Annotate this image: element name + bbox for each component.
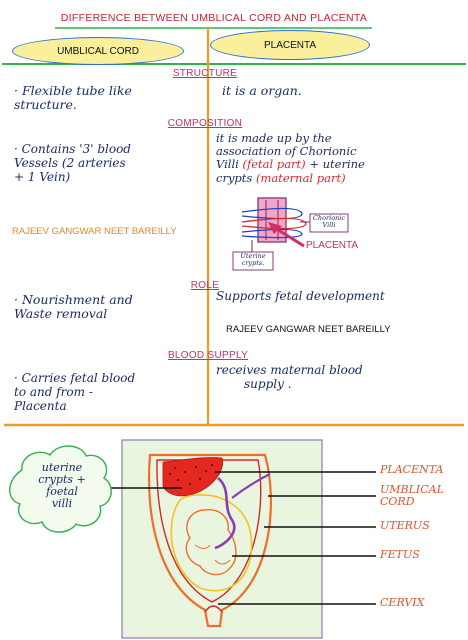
text-line: · Carries fetal blood — [14, 371, 136, 385]
cloud-text: uterine crypts + foetal villi — [20, 461, 104, 511]
text-line: · Nourishment and — [14, 292, 133, 307]
composition-umbilical-text: · Contains '3' blood Vessels (2 arteries… — [14, 142, 131, 184]
heading-blood-supply: BLOOD SUPPLY — [167, 350, 249, 361]
diagram-label-cervix: CERVIX — [380, 596, 425, 609]
mini-placenta-diagram — [232, 197, 349, 271]
diagram-label-umbilical-cord: UMBLICAL CORD — [380, 484, 444, 507]
label-chorionic-villi: Chorionic Villi — [312, 214, 346, 229]
text-line: · Contains '3' blood — [14, 142, 131, 156]
role-umbilical-text: · Nourishment and Waste removal — [14, 292, 133, 322]
text-line: UMBLICAL — [380, 483, 444, 496]
text-line: Placenta — [14, 398, 67, 413]
text-line: association of Chorionic — [216, 144, 357, 159]
page-title: DIFFERENCE BETWEEN UMBLICAL CORD AND PLA… — [60, 12, 368, 24]
heading-role: ROLE — [190, 280, 220, 291]
text-line: receives maternal blood — [216, 363, 363, 377]
text-line: it is a organ. — [222, 83, 302, 98]
text-uterine: + uterine — [309, 157, 365, 172]
text-line: villi — [51, 497, 73, 511]
diagram-label-placenta: PLACENTA — [380, 463, 444, 476]
text-line: Vessels (2 arteries — [14, 155, 126, 170]
text-line: structure. — [14, 97, 77, 113]
text-maternal-part: (maternal part) — [255, 170, 346, 185]
diagram-label-uterus: UTERUS — [380, 519, 430, 532]
label-placenta-arrow: PLACENTA — [306, 240, 359, 251]
text-line: Waste removal — [14, 306, 108, 322]
text-line: supply . — [244, 376, 292, 391]
credit-black: RAJEEV GANGWAR NEET BAREILLY — [226, 324, 391, 335]
heading-structure: STRUCTURE — [172, 68, 238, 79]
text-line: + 1 Vein) — [14, 169, 71, 184]
text-line: it is made up by the — [216, 131, 332, 145]
heading-composition: COMPOSITION — [167, 118, 243, 129]
text-line: crypts (maternal part) — [216, 170, 466, 185]
blood-supply-umbilical-text: · Carries fetal blood to and from - Plac… — [14, 371, 136, 413]
text-line: · Flexible tube like — [14, 83, 132, 98]
text-line: uterine — [41, 461, 83, 474]
text-line: Supports fetal development — [216, 289, 385, 303]
blood-supply-placenta-text: receives maternal blood supply . — [216, 363, 363, 392]
label-uterine-crypts: Uterine crypts. — [240, 252, 266, 267]
text-crypts: crypts — [216, 170, 253, 185]
structure-placenta-text: it is a organ. — [222, 83, 302, 98]
text-line: CORD — [380, 494, 415, 508]
diagram-label-fetus: FETUS — [380, 548, 420, 561]
text-line: to and from - — [14, 384, 93, 399]
column-oval-placenta: PLACENTA — [210, 30, 370, 60]
structure-umbilical-text: · Flexible tube like structure. — [14, 83, 132, 113]
text-line: Villi (fetal part) + uterine — [216, 158, 466, 171]
text-fetal-part: (fetal part) — [242, 157, 306, 172]
credit-orange: RAJEEV GANGWAR NEET BAREILLY — [12, 226, 177, 237]
composition-placenta-text: it is made up by the association of Chor… — [216, 131, 466, 185]
text-line: foetal — [46, 485, 78, 499]
text-line: crypts + — [38, 473, 86, 487]
text-villi: Villi — [216, 157, 239, 172]
column-oval-umbilical-cord: UMBLICAL CORD — [12, 37, 184, 65]
role-placenta-text: Supports fetal development — [216, 289, 385, 304]
cloud-outline — [9, 445, 112, 533]
uterus-diagram — [96, 439, 376, 639]
